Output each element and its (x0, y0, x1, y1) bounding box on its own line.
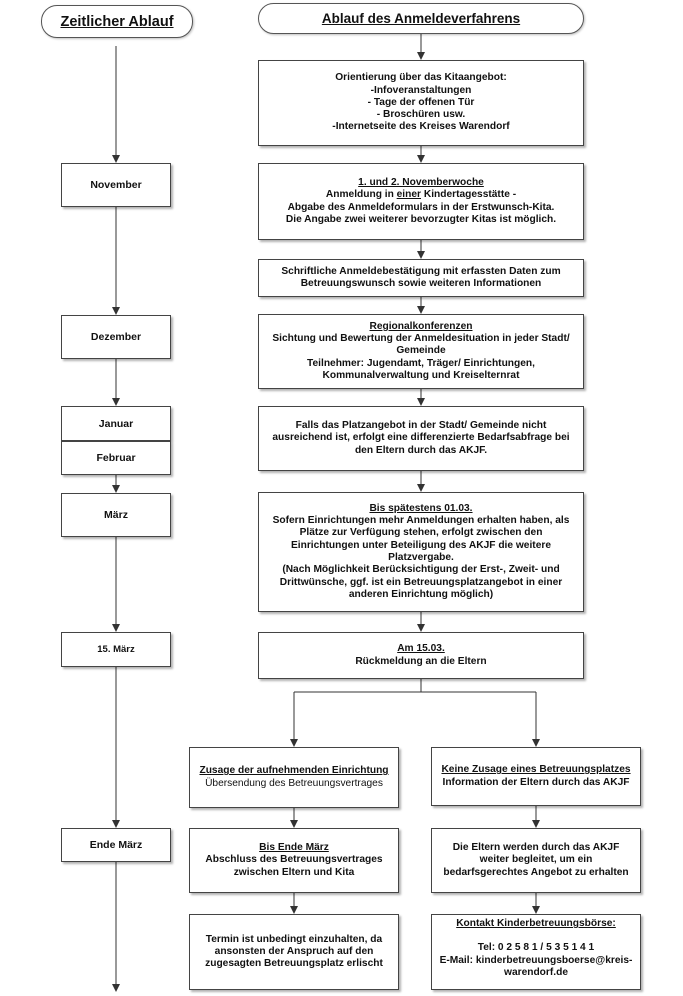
regional-line: Sichtung und Bewertung der Anmeldesituat… (272, 333, 570, 345)
step-keine-zusage: Keine Zusage eines Betreuungsplatzes Inf… (431, 747, 641, 806)
step-bedarfsabfrage: Falls das Platzangebot in der Stadt/ Gem… (258, 406, 584, 471)
kontakt-email: E-Mail: kinderbetreuungsboerse@kreis- (439, 954, 633, 966)
step-regionalkonferenzen: Regionalkonferenzen Sichtung und Bewertu… (258, 314, 584, 389)
begleitung-line: Die Eltern werden durch das AKJF (452, 842, 620, 854)
timeline-november: November (61, 163, 171, 207)
step-begleitung: Die Eltern werden durch das AKJF weiter … (431, 828, 641, 893)
kontakt-email-domain: warendorf.de (504, 966, 568, 978)
vergabe-line: Plätze zur Verfügung stehen, erfolgt zwi… (299, 527, 543, 539)
step-platzvergabe: Bis spätestens 01.03. Sofern Einrichtung… (258, 492, 584, 612)
step-termin: Termin ist unbedingt einzuhalten, da ans… (189, 914, 399, 990)
orientierung-line: Orientierung über das Kitaangebot: (335, 72, 507, 84)
anmeldung-line: Abgabe des Anmeldeformulars in der Erstw… (287, 201, 555, 213)
process-header: Ablauf des Anmeldeverfahrens (258, 3, 584, 34)
step-kontakt: Kontakt Kinderbetreuungsbörse: Tel: 0 2 … (431, 914, 641, 990)
abschluss-line: Abschluss des Betreuungsvertrages (205, 854, 383, 866)
vergabe-line: anderen Einrichtung möglich) (348, 588, 494, 600)
bestaetigung-line: Schriftliche Anmeldebestätigung mit erfa… (281, 265, 561, 277)
timeline-maerz: März (61, 493, 171, 537)
termin-line: Termin ist unbedingt einzuhalten, da (205, 933, 383, 945)
rueckmeldung-title: Am 15.03. (397, 643, 445, 655)
step-orientierung: Orientierung über das Kitaangebot: -Info… (258, 60, 584, 146)
timeline-dezember: Dezember (61, 315, 171, 359)
vergabe-line: (Nach Möglichkeit Berücksichtigung der E… (282, 564, 560, 576)
kontakt-title: Kontakt Kinderbetreuungsbörse: (456, 918, 616, 929)
timeline-header: Zeitlicher Ablauf (41, 5, 193, 38)
begleitung-line: weiter begleitet, um ein (479, 854, 593, 866)
regional-line: Gemeinde (396, 345, 446, 357)
keine-zusage-title: Keine Zusage eines Betreuungsplatzes (441, 764, 631, 776)
anmeldung-line: Anmeldung in einer Kindertagesstätte - (325, 189, 517, 201)
zusage-title: Zusage der aufnehmenden Einrichtung (199, 765, 389, 777)
keine-zusage-line: Information der Eltern durch das AKJF (442, 776, 630, 788)
step-anmeldung: 1. und 2. Novemberwoche Anmeldung in ein… (258, 163, 584, 240)
step-abschluss: Bis Ende März Abschluss des Betreuungsve… (189, 828, 399, 893)
bedarf-line: den Eltern durch das AKJF. (354, 444, 488, 456)
timeline-15-maerz: 15. März (61, 632, 171, 667)
timeline-februar: Februar (61, 441, 171, 475)
abschluss-line: zwischen Eltern und Kita (233, 866, 355, 878)
bestaetigung-line: Betreuungswunsch sowie weiteren Informat… (300, 278, 542, 289)
termin-line: ansonsten der Anspruch auf den (214, 945, 374, 957)
vergabe-line: Drittwünsche, ggf. ist ein Betreuungspla… (279, 576, 563, 588)
vergabe-line: Einrichtungen unter Beteiligung des AKJF… (290, 539, 551, 551)
vergabe-line: Sofern Einrichtungen mehr Anmeldungen er… (272, 515, 570, 527)
step-zusage: Zusage der aufnehmenden Einrichtung Über… (189, 747, 399, 808)
termin-line: zugesagten Betreuungsplatz erlischt (205, 958, 383, 970)
regional-line: Teilnehmer: Jugendamt, Träger/ Einrichtu… (307, 357, 535, 369)
begleitung-line: bedarfsgerechtes Angebot zu erhalten (443, 866, 629, 878)
timeline-januar: Januar (61, 406, 171, 441)
anmeldung-line: Die Angabe zwei weiterer bevorzugter Kit… (285, 213, 557, 225)
orientierung-line: - Broschüren usw. (376, 109, 466, 121)
step-rueckmeldung: Am 15.03. Rückmeldung an die Eltern (258, 632, 584, 679)
rueckmeldung-line: Rückmeldung an die Eltern (355, 655, 487, 667)
regional-line: Kommunalverwaltung und Kreiselternrat (322, 369, 520, 381)
regional-title: Regionalkonferenzen (369, 320, 473, 332)
abschluss-title: Bis Ende März (259, 842, 329, 854)
bedarf-line: ausreichend ist, erfolgt eine differenzi… (272, 432, 570, 444)
vergabe-title: Bis spätestens 01.03. (369, 502, 473, 514)
orientierung-line: - Tage der offenen Tür (367, 96, 475, 108)
step-bestaetigung: Schriftliche Anmeldebestätigung mit erfa… (258, 259, 584, 297)
anmeldung-title: 1. und 2. Novemberwoche (358, 176, 484, 188)
timeline-ende-maerz: Ende März (61, 828, 171, 862)
bedarf-line: Falls das Platzangebot in der Stadt/ Gem… (295, 420, 547, 432)
orientierung-line: -Internetseite des Kreises Warendorf (332, 121, 510, 133)
kontakt-phone: Tel: 0 2 5 8 1 / 5 3 5 1 4 1 (477, 942, 595, 954)
zusage-line: Übersendung des Betreuungsvertrages (205, 777, 383, 789)
orientierung-line: -Infoveranstaltungen (370, 84, 472, 96)
vergabe-line: Platzvergabe. (388, 552, 454, 563)
